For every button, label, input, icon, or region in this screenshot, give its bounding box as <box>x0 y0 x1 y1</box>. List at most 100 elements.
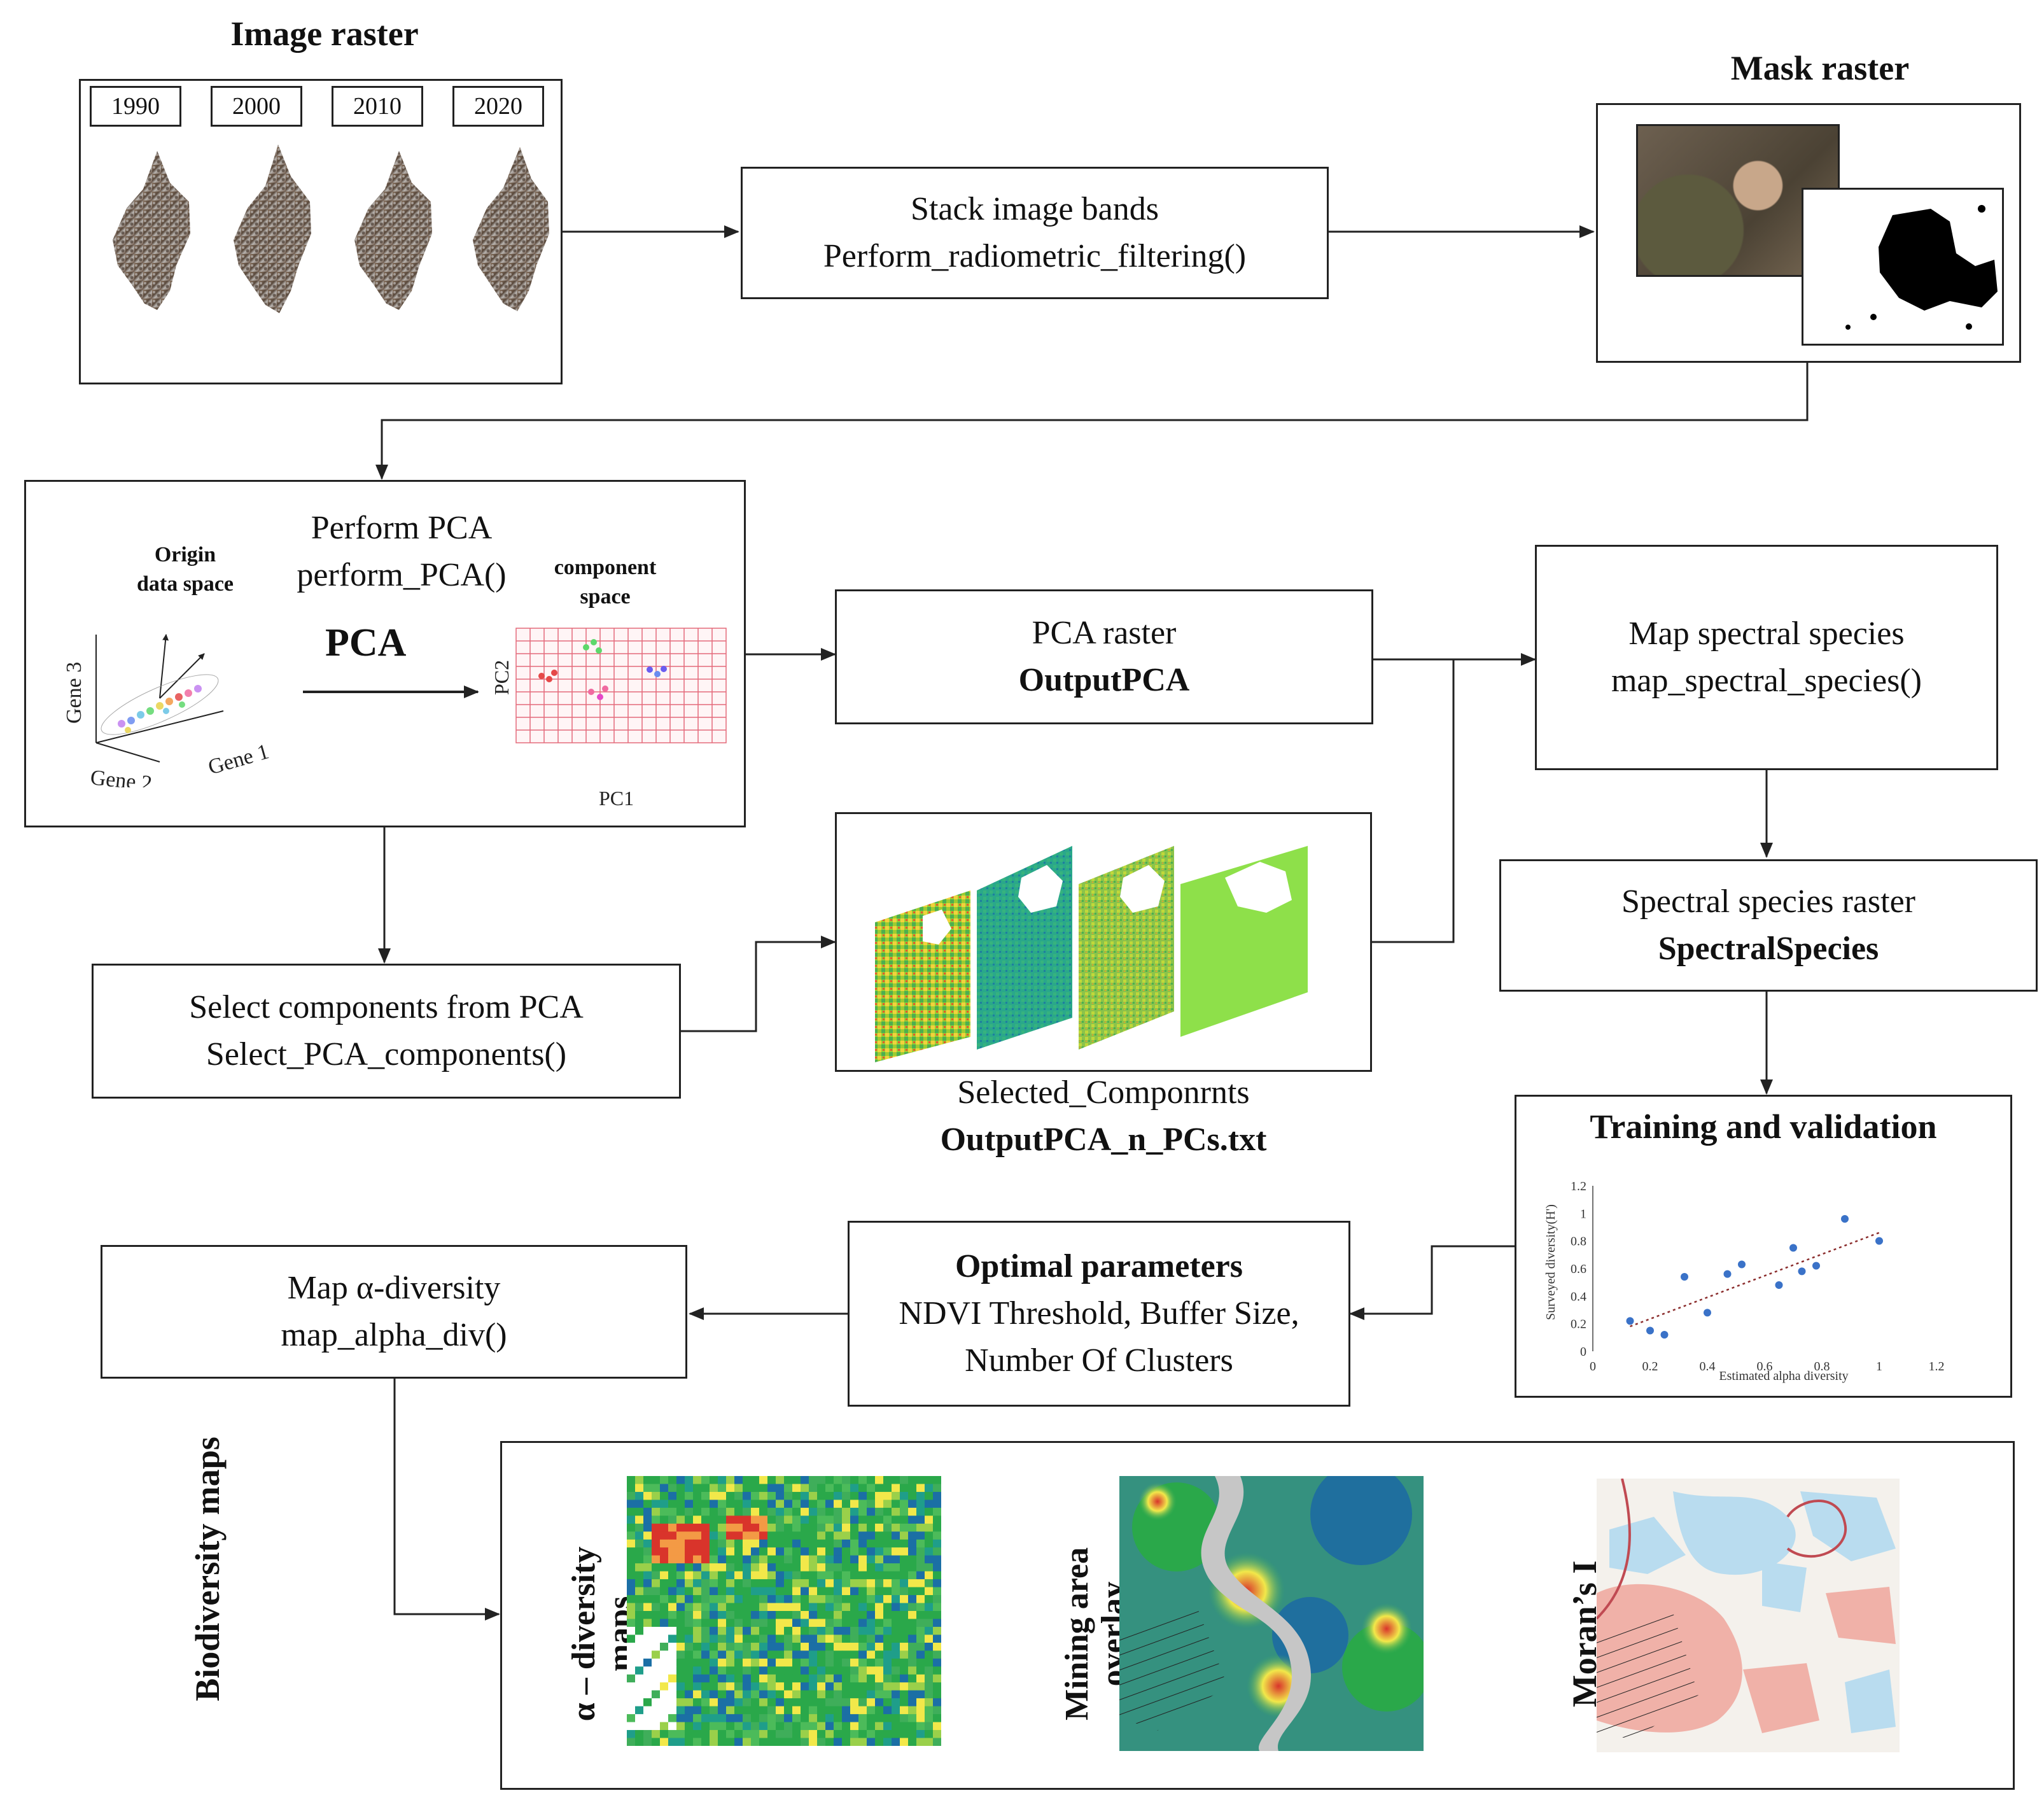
optimal-line2: Number Of Clusters <box>965 1342 1233 1379</box>
origin-label-1: Origin <box>154 543 216 566</box>
mining-overlay-map <box>1119 1476 1424 1751</box>
pca-title-block: Perform PCA perform_PCA() <box>236 505 567 599</box>
map-spectral-species-box: Map spectral species map_spectral_specie… <box>1535 545 1998 770</box>
trendline <box>1630 1232 1880 1328</box>
pca-line1: Perform PCA <box>311 510 493 546</box>
data-point <box>1875 1237 1883 1245</box>
x-tick-label: 0 <box>1590 1360 1596 1374</box>
pca-line2: perform_PCA() <box>297 556 507 593</box>
tile-2000 <box>234 144 311 313</box>
x-tick-label: 0.4 <box>1700 1360 1716 1374</box>
data-point <box>1798 1267 1806 1276</box>
alpha-pixels <box>627 1476 941 1746</box>
image-raster-title: Image raster <box>230 15 419 53</box>
training-title: Training and validation <box>1590 1107 1937 1146</box>
spectral-line2: SpectralSpecies <box>1658 931 1879 967</box>
y-tick-label: 1 <box>1580 1207 1586 1221</box>
year-label-2020: 2020 <box>452 86 544 127</box>
data-point <box>1775 1281 1783 1289</box>
data-point <box>1626 1317 1634 1325</box>
map-alpha-diversity-box: Map α-diversity map_alpha_div() <box>101 1245 687 1379</box>
data-point <box>1660 1331 1669 1339</box>
component-label-1: component <box>554 556 657 579</box>
y-tick-label: 0.8 <box>1571 1235 1586 1249</box>
gene3-label: Gene 3 <box>62 662 86 724</box>
x-tick-label: 0.6 <box>1757 1360 1773 1374</box>
image-raster-panel: 1990 2000 2010 2020 <box>79 79 563 384</box>
mask-raster-title: Mask raster <box>1730 49 1910 87</box>
tile-2010 <box>354 151 432 310</box>
data-point <box>1789 1244 1797 1252</box>
gene2-label: Gene 2 <box>89 766 153 787</box>
arrow-select-to-selected <box>681 936 836 1032</box>
alpha-label-1: α – diversity <box>566 1546 602 1722</box>
map-alpha-line2: map_alpha_div() <box>281 1317 507 1353</box>
year-label-1990: 1990 <box>90 86 181 127</box>
optimal-line1: NDVI Threshold, Buffer Size, <box>899 1295 1299 1332</box>
data-point <box>1681 1273 1688 1281</box>
stack-bands-box: Stack image bands Perform_radiometric_fi… <box>741 167 1329 299</box>
component-label: component space <box>535 553 675 612</box>
biodiversity-maps-panel: α – diversity maps Mining area overlay M… <box>500 1441 2015 1790</box>
x-tick-label: 1 <box>1876 1360 1882 1374</box>
selected-line1: Selected_Componrnts <box>957 1074 1250 1111</box>
arrow-mask-to-pca <box>375 363 1809 480</box>
x-tick-label: 0.2 <box>1642 1360 1658 1374</box>
selected-components-panel <box>835 812 1372 1072</box>
mask-raster-panel <box>1596 103 2021 363</box>
mask-binary-image <box>1802 188 2004 346</box>
tile-2020 <box>473 147 549 311</box>
selected-caption: Selected_Componrnts OutputPCA_n_PCs.txt <box>835 1069 1372 1164</box>
map-alpha-line1: Map α-diversity <box>287 1270 501 1307</box>
data-point <box>1646 1326 1654 1335</box>
component-label-2: space <box>580 584 631 608</box>
optimal-title: Optimal parameters <box>955 1248 1243 1285</box>
training-xlabel: Estimated alpha diversity <box>1719 1369 1848 1383</box>
select-components-box: Select components from PCA Select_PCA_co… <box>92 964 681 1099</box>
scatter-cloud <box>101 674 219 735</box>
x-tick-label: 1.2 <box>1929 1360 1945 1374</box>
tile-1990 <box>113 151 190 310</box>
select-line2: Select_PCA_components() <box>206 1036 567 1072</box>
pca-raster-line1: PCA raster <box>1032 615 1177 652</box>
stack-line2: Perform_radiometric_filtering() <box>823 238 1247 274</box>
map-species-line1: Map spectral species <box>1628 615 1905 652</box>
y-tick-label: 0.4 <box>1571 1290 1586 1304</box>
pc1-label: PC1 <box>599 787 634 810</box>
pc-clusters <box>538 639 667 700</box>
pca-raster-box: PCA raster OutputPCA <box>835 589 1373 724</box>
data-point <box>1704 1309 1711 1317</box>
alpha-diversity-map <box>627 1476 941 1746</box>
training-validation-panel: Training and validation 0 0.2 0.4 0.6 0.8 1 1.… <box>1515 1095 2012 1398</box>
morans-i-map <box>1597 1479 1900 1752</box>
select-line1: Select components from PCA <box>189 989 584 1026</box>
origin-label-2: data space <box>136 572 234 596</box>
line-selected-to-join <box>1372 659 1455 943</box>
pca-transform-arrow <box>303 686 479 698</box>
year-label-2010: 2010 <box>332 86 423 127</box>
y-tick-label: 0.6 <box>1571 1262 1586 1276</box>
component-space-plot: PC2 PC1 <box>491 628 727 810</box>
pca-panel: Perform PCA perform_PCA() PCA Origin dat… <box>24 480 746 827</box>
pc2-label: PC2 <box>491 660 513 695</box>
pca-raster-line2: OutputPCA <box>1018 662 1190 698</box>
optimal-parameters-box: Optimal parameters NDVI Threshold, Buffe… <box>848 1221 1350 1407</box>
component-layers <box>875 846 1308 1062</box>
selected-line2: OutputPCA_n_PCs.txt <box>940 1121 1267 1158</box>
training-ylabel: Surveyed diversity(H') <box>1544 1204 1558 1320</box>
y-tick-label: 0 <box>1580 1345 1586 1359</box>
spectral-species-raster-box: Spectral species raster SpectralSpecies <box>1499 859 2038 992</box>
data-point <box>1841 1215 1849 1223</box>
biodiversity-maps-label: Biodiversity maps <box>188 1437 227 1701</box>
y-tick-label: 0.2 <box>1571 1318 1586 1332</box>
origin-label: Origin data space <box>115 540 255 599</box>
year-label-2000: 2000 <box>211 86 302 127</box>
stack-line1: Stack image bands <box>911 191 1159 228</box>
spectral-line1: Spectral species raster <box>1621 883 1915 920</box>
x-tick-label: 0.8 <box>1814 1360 1830 1374</box>
y-tick-label: 1.2 <box>1571 1179 1586 1193</box>
pca-center-label: PCA <box>325 621 407 664</box>
data-point <box>1738 1260 1746 1269</box>
gene1-label: Gene 1 <box>206 740 272 779</box>
